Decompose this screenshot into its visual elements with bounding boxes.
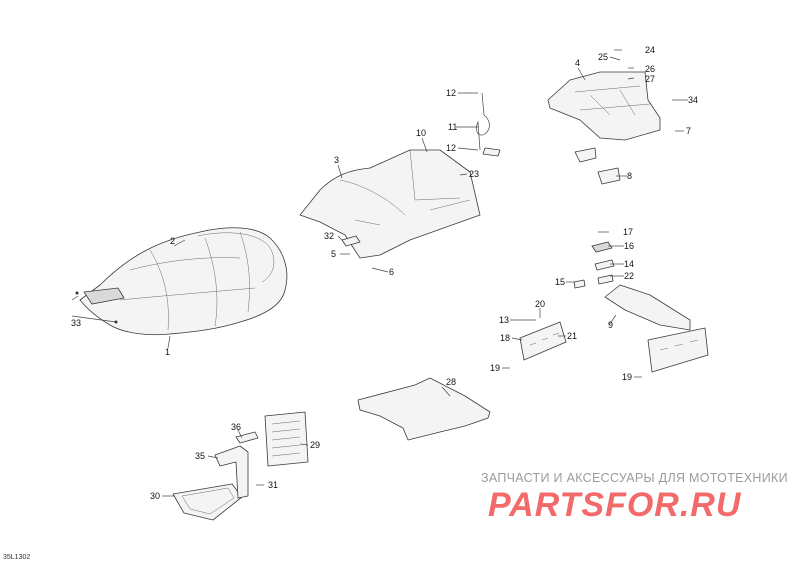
callout-12-lower: 12 bbox=[446, 143, 456, 153]
seat-assembly bbox=[79, 227, 288, 336]
callout-13: 13 bbox=[499, 315, 509, 325]
callout-6: 6 bbox=[389, 267, 394, 277]
callout-12-upper: 12 bbox=[446, 88, 456, 98]
callout-4: 4 bbox=[575, 58, 580, 68]
luggage-rack bbox=[547, 71, 661, 141]
callout-31: 31 bbox=[268, 480, 278, 490]
callout-35: 35 bbox=[195, 451, 205, 461]
support-bracket bbox=[214, 445, 249, 499]
watermark-logo: PARTSFOR.RU bbox=[488, 486, 742, 524]
callout-28: 28 bbox=[446, 377, 456, 387]
callout-33: 33 bbox=[71, 318, 81, 328]
cable-end-clip bbox=[482, 147, 501, 157]
callout-24: 24 bbox=[645, 45, 655, 55]
hinge-plate bbox=[519, 321, 567, 361]
callout-30: 30 bbox=[150, 491, 160, 501]
bracket-lower bbox=[597, 167, 621, 185]
callout-16: 16 bbox=[624, 241, 634, 251]
callout-5: 5 bbox=[331, 249, 336, 259]
seat-base bbox=[299, 149, 481, 259]
callout-14: 14 bbox=[624, 259, 634, 269]
callout-26: 26 bbox=[645, 64, 655, 74]
callout-32: 32 bbox=[324, 231, 334, 241]
callout-19-left: 19 bbox=[490, 363, 500, 373]
strip-36 bbox=[235, 431, 259, 444]
pad-22 bbox=[597, 274, 614, 285]
callout-22: 22 bbox=[624, 271, 634, 281]
figure-code: 35L1302 bbox=[3, 554, 31, 561]
cover-box bbox=[264, 411, 309, 467]
floor-mat bbox=[357, 377, 491, 441]
callout-7: 7 bbox=[686, 126, 691, 136]
callout-10: 10 bbox=[416, 128, 426, 138]
watermark-caption: ЗАПЧАСТИ И АКСЕССУАРЫ ДЛЯ МОТОТЕХНИКИ bbox=[481, 471, 788, 485]
callout-34: 34 bbox=[688, 95, 698, 105]
pad-16 bbox=[591, 241, 613, 253]
callout-17: 17 bbox=[623, 227, 633, 237]
callout-1: 1 bbox=[165, 347, 170, 357]
callout-25: 25 bbox=[598, 52, 608, 62]
bracket-upper bbox=[574, 147, 597, 163]
tray bbox=[172, 483, 243, 521]
leader-lines bbox=[71, 49, 688, 497]
seat-clip-left bbox=[75, 291, 79, 295]
clip-15 bbox=[573, 279, 586, 289]
callout-20: 20 bbox=[535, 299, 545, 309]
callout-27: 27 bbox=[645, 74, 655, 84]
clip-32 bbox=[341, 235, 361, 247]
callout-11: 11 bbox=[448, 122, 457, 132]
mounting-bracket bbox=[604, 284, 709, 373]
callout-29: 29 bbox=[310, 440, 320, 450]
callout-19-right: 19 bbox=[622, 372, 632, 382]
callout-8: 8 bbox=[627, 171, 632, 181]
callout-36: 36 bbox=[231, 422, 241, 432]
pad-14 bbox=[594, 259, 615, 271]
callout-18: 18 bbox=[500, 333, 510, 343]
callout-2: 2 bbox=[170, 236, 175, 246]
callout-labels: 1 2 3 4 5 6 7 8 9 10 11 12 12 13 14 15 1… bbox=[71, 45, 698, 501]
callout-3: 3 bbox=[334, 155, 339, 165]
cable bbox=[476, 92, 490, 151]
callout-21: 21 bbox=[567, 331, 577, 341]
callout-9: 9 bbox=[608, 320, 613, 330]
callout-15: 15 bbox=[555, 277, 565, 287]
callout-23: 23 bbox=[469, 169, 479, 179]
